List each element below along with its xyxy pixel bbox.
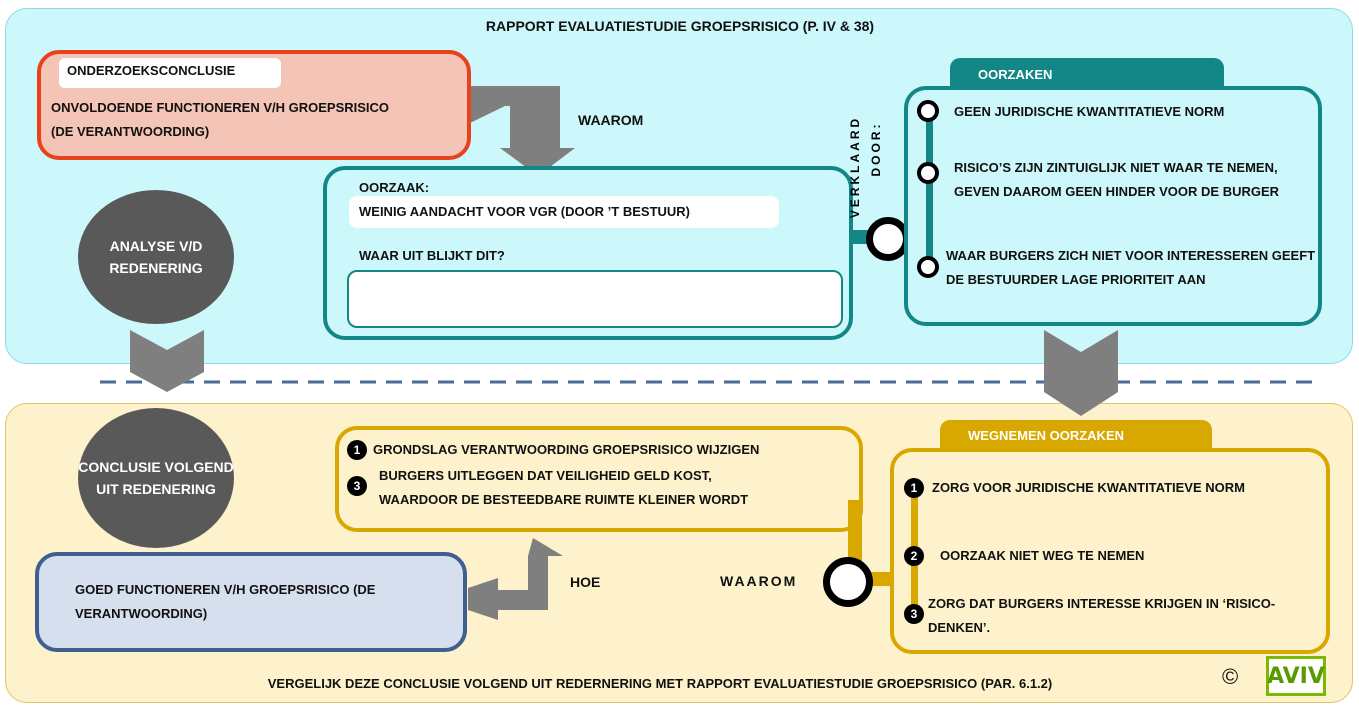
verklaard-label: VERKLAARD [848,115,862,219]
research-conclusion-line1: Onvoldoende functioneren v/h groepsrisic… [51,100,390,115]
research-conclusion-tag: Onderzoeksconclusie [67,63,236,78]
bottom-title: Vergelijk deze conclusie volgend uit red… [267,676,1053,691]
waarom-label-top: WAAROM [578,112,644,128]
cause-label: Oorzaak: [359,180,430,195]
evidence-question: Waar uit blijkt dit? [359,248,505,263]
arrow-goal-to-remedy [468,538,563,620]
cause-item-3: Waar burgers zich niet voor interesseren… [946,248,1316,287]
cause-text: Weinig aandacht voor VGr (door ’t bestuu… [359,204,691,219]
causes-box: Geen juridische kwantitatieve norm Risic… [904,86,1322,326]
goal-box: Goed functioneren v/h groepsrisico (de v… [35,552,467,652]
arrow-conclusion-to-cause [470,86,575,176]
remedy-num-3: 3 [347,476,367,496]
remedy-item-1: Grondslag verantwoording groepsrisico wi… [373,442,760,457]
cause-box: Oorzaak: Weinig aandacht voor VGr (door … [323,166,853,340]
chevron-down-icon [130,330,204,392]
remove-num-1: 1 [904,478,924,498]
goal-text: Goed functioneren v/h groepsrisico (de v… [75,582,376,621]
remove-causes-box: 1 2 3 Zorg voor juridische kwantitatieve… [890,448,1330,654]
remove-item-1: Zorg voor juridische kwantitatieve norm [932,480,1245,495]
remedy-item-2: Burgers uitleggen dat veiligheid geld ko… [379,468,749,507]
cause-bullet-2 [917,162,939,184]
evidence-answer-field[interactable] [347,270,843,328]
remove-item-2: Oorzaak niet weg te nemen [940,548,1145,563]
remove-item-3: Zorg dat burgers interesse krijgen in ‘r… [928,596,1276,635]
remedy-num-1: 1 [347,440,367,460]
cause-item-2: Risico’s zijn zintuiglijk niet waar te n… [954,160,1280,199]
cause-bullet-1 [917,100,939,122]
copyright-icon: © [1222,664,1239,689]
conclusion-circle: Conclusie volgend uit redenering [78,408,234,548]
remove-num-3: 3 [904,604,924,624]
hoe-label: HOE [570,574,601,590]
analysis-circle: Analyse v/d redenering [78,190,234,324]
remedy-box: 1 Grondslag verantwoording groepsrisico … [335,426,863,532]
causes-tab: Oorzaken [950,58,1224,90]
cause-bullet-3 [917,256,939,278]
top-title: Rapport Evaluatiestudie groepsrisico (p.… [485,18,875,34]
aviv-logo: AVIV [1266,656,1326,696]
research-conclusion-box: Onderzoeksconclusie Onvoldoende function… [37,50,471,160]
connector-node-bottom [823,557,873,607]
research-conclusion-line2: (de verantwoording) [51,124,210,139]
cause-item-1: Geen juridische kwantitatieve norm [954,104,1225,119]
waarom-label-bottom: WAAROM [720,573,798,589]
remove-num-2: 2 [904,546,924,566]
chevron-down-icon-right [1044,330,1118,416]
remove-causes-tab: Wegnemen oorzaken [940,420,1212,450]
